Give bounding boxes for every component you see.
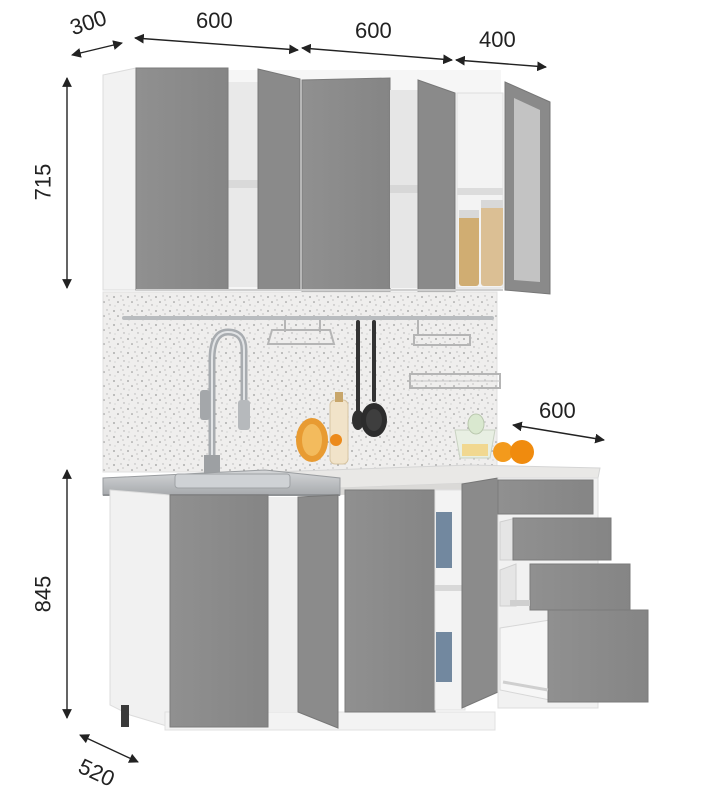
dim-line-upper-right bbox=[455, 55, 547, 72]
dim-line-upper-middle bbox=[301, 43, 453, 65]
storage-jars bbox=[459, 200, 503, 286]
base-left-door-open bbox=[297, 494, 339, 729]
dim-line-upper-depth bbox=[71, 40, 123, 58]
orange-icon bbox=[510, 440, 534, 464]
drawer-second bbox=[499, 517, 612, 561]
dimension-lines bbox=[62, 33, 605, 763]
spice-shelf bbox=[413, 320, 471, 346]
ladle-icon bbox=[352, 320, 364, 430]
base-middle-door-open bbox=[461, 477, 499, 709]
label-upper-height: 715 bbox=[30, 163, 56, 201]
upper-cabinets bbox=[102, 67, 551, 295]
bread-and-bottle bbox=[296, 392, 349, 465]
upper-left-door-open bbox=[257, 68, 301, 291]
dish-rack bbox=[266, 320, 336, 345]
label-upper-width-left: 600 bbox=[196, 8, 233, 33]
orange-icon bbox=[493, 442, 513, 462]
drawer-top bbox=[497, 479, 594, 515]
backsplash bbox=[102, 291, 534, 474]
food-containers bbox=[436, 512, 452, 682]
citrus-juicer bbox=[454, 413, 496, 459]
base-left-door bbox=[169, 494, 269, 728]
dim-line-counter-depth bbox=[512, 421, 605, 444]
label-counter-depth: 600 bbox=[539, 398, 576, 423]
base-middle-door bbox=[344, 489, 436, 713]
upper-left-door-closed bbox=[135, 67, 229, 291]
upper-middle-door-open bbox=[417, 79, 456, 293]
skimmer-icon bbox=[361, 320, 387, 437]
label-base-height: 845 bbox=[30, 575, 56, 613]
base-cabinets bbox=[109, 477, 649, 731]
drawer-third bbox=[499, 563, 631, 611]
dim-line-upper-left bbox=[134, 33, 299, 55]
lower-rack bbox=[409, 373, 501, 389]
label-upper-width-middle: 600 bbox=[355, 18, 392, 43]
dim-line-base-depth bbox=[79, 734, 139, 763]
faucet-icon bbox=[200, 328, 250, 474]
hanging-rail bbox=[122, 316, 494, 320]
upper-middle-door-closed bbox=[301, 77, 391, 293]
drawer-bottom-open bbox=[499, 609, 649, 703]
label-upper-width-right: 400 bbox=[479, 27, 516, 52]
